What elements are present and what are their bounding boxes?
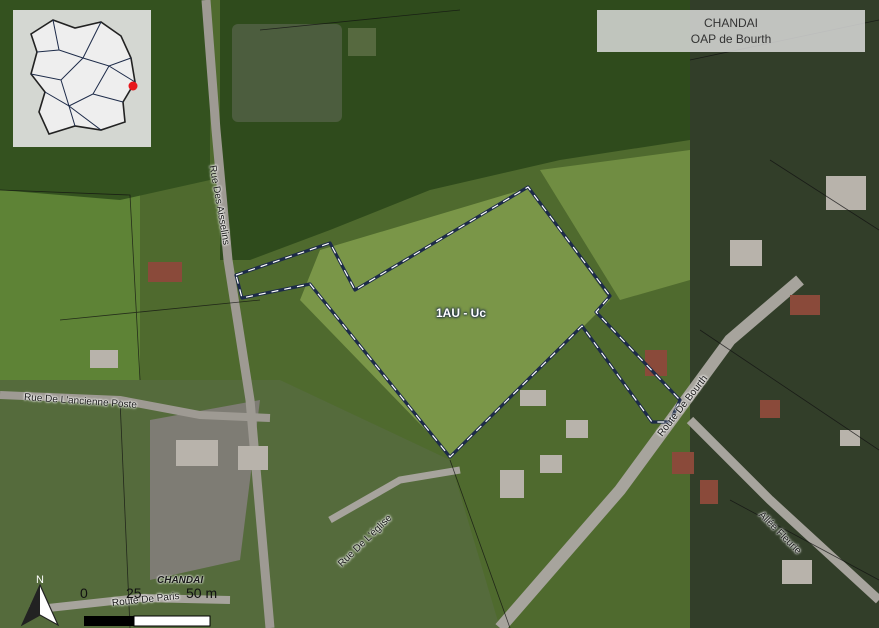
scale-label-end: 50 m bbox=[186, 585, 218, 601]
north-label: N bbox=[36, 574, 44, 586]
scale-label-mid: 25 bbox=[126, 585, 142, 601]
town-label: CHANDAI bbox=[157, 575, 204, 586]
oap-boundary[interactable] bbox=[234, 185, 682, 459]
zone-label[interactable]: 1AU - Uc bbox=[436, 306, 487, 320]
north-arrow-icon: N bbox=[18, 573, 62, 628]
map-subtitle: OAP de Bourth bbox=[690, 32, 772, 46]
locator-inset-map bbox=[13, 10, 151, 147]
scale-bar bbox=[84, 615, 211, 627]
commune-title: CHANDAI bbox=[703, 16, 758, 30]
location-marker bbox=[128, 81, 138, 91]
map-title-box: CHANDAI OAP de Bourth bbox=[597, 10, 865, 52]
scale-label-zero: 0 bbox=[80, 585, 88, 601]
